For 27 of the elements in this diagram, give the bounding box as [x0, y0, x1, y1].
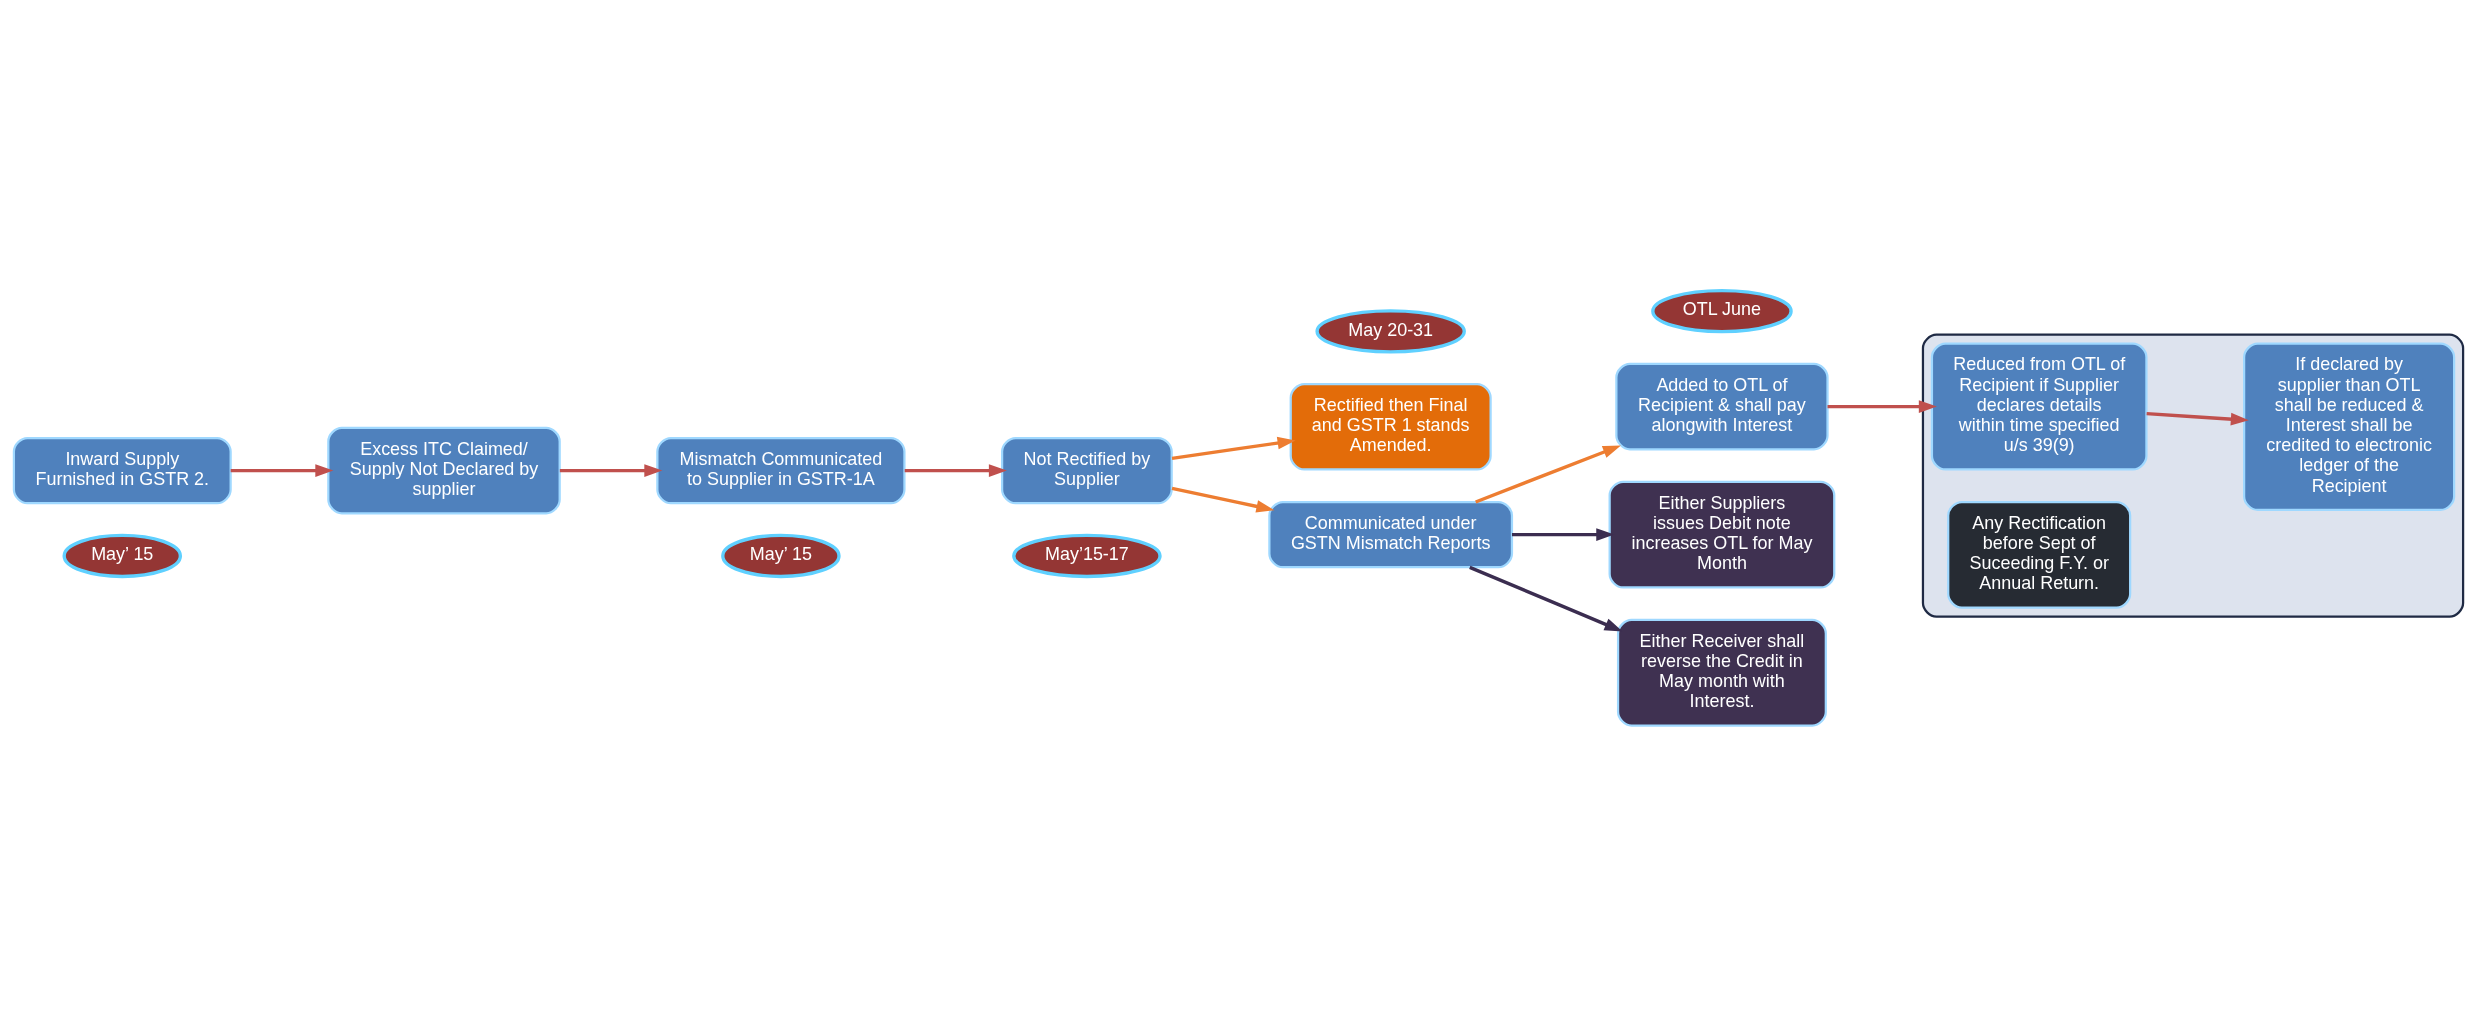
node-box: Added to OTL of Recipient & shall pay alongwith Interest	[1615, 362, 1829, 451]
node-box: Either Suppliers issues Debit note increases OTL for May Month	[1608, 480, 1836, 589]
node-ellipse: May’ 15	[62, 533, 183, 579]
node-box: Mismatch Communicated to Supplier in GSTR-1A	[656, 436, 906, 505]
arrow	[1827, 400, 1937, 413]
arrow	[1171, 486, 1275, 513]
cluster	[1921, 333, 2465, 618]
node-ellipse: May’ 15	[721, 533, 841, 579]
node-box: Rectified then Final and GSTR 1 stands Amended.	[1289, 383, 1492, 471]
node-ellipse: May’15-17	[1012, 533, 1162, 579]
node-box: Inward Supply Furnished in GSTR 2.	[12, 436, 232, 505]
arrow	[1171, 436, 1296, 461]
arrow	[1469, 565, 1623, 632]
node-box: Not Rectified by Supplier	[1001, 436, 1173, 505]
node-box: If declared by supplier than OTL shall be reduced & Interest shall be credited to electronic ledger of the Recipient	[2243, 342, 2456, 512]
node-box: Excess ITC Claimed/ Supply Not Declared by supplier	[327, 426, 561, 515]
node-box: Any Rectification before Sept of Suceeding F.Y. or Annual Return.	[1947, 500, 2132, 609]
node-box: Reduced from OTL of Recipient if Supplier declares details within time specified u/s 39(9)	[1930, 342, 2148, 471]
node-ellipse: May 20-31	[1315, 309, 1466, 354]
arrow	[230, 464, 334, 477]
arrow	[1475, 445, 1621, 504]
arrow	[559, 464, 663, 477]
node-ellipse: OTL June	[1651, 288, 1793, 334]
node-box: Communicated under GSTN Mismatch Reports	[1268, 500, 1514, 569]
node-box: Either Receiver shall reverse the Credit in May month with Interest.	[1616, 618, 1827, 727]
arrow	[2146, 411, 2249, 426]
arrow	[904, 464, 1007, 477]
